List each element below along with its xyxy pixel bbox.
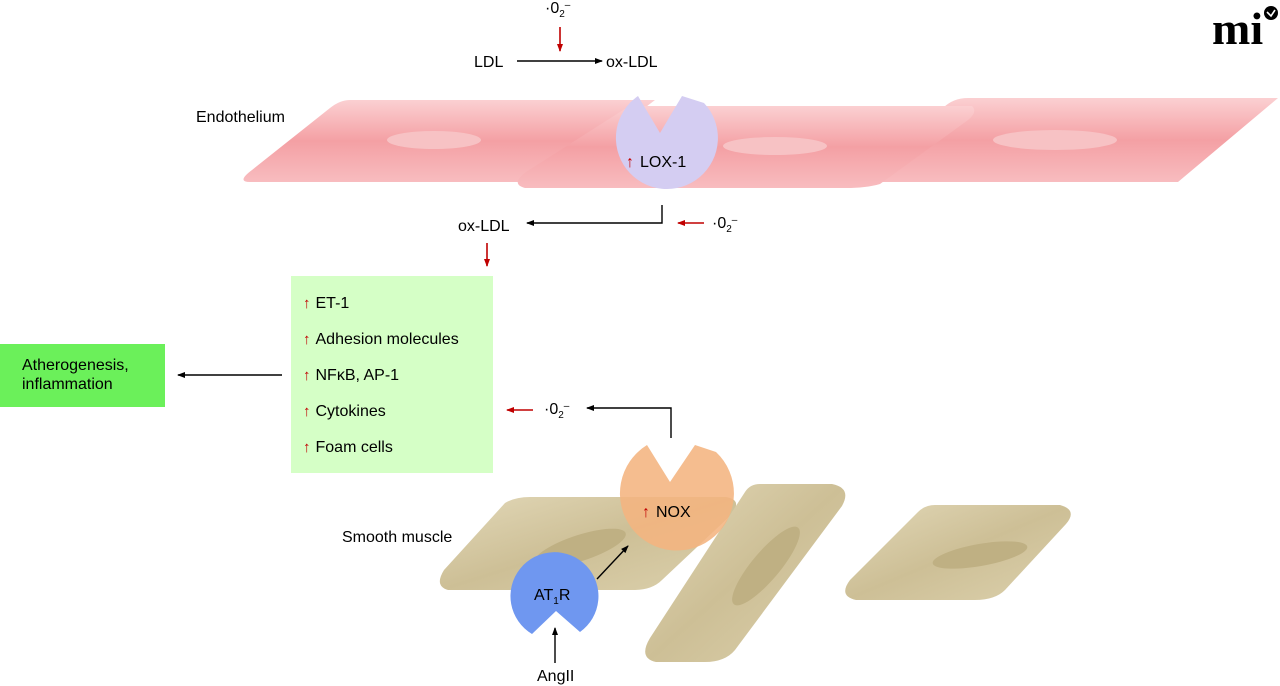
endothelium-label: Endothelium <box>196 109 285 126</box>
up-arrow-icon: ↑ <box>642 504 650 521</box>
endothelial-nucleus-1 <box>387 131 481 149</box>
effect-item: ↑Adhesion molecules <box>303 331 459 348</box>
superoxide-middle: ·02– <box>712 215 738 235</box>
logo-dot-icon <box>1264 6 1278 20</box>
effect-item: ↑ET-1 <box>303 295 350 312</box>
angii-label: AngII <box>537 668 574 685</box>
publisher-logo: mi <box>1212 4 1278 48</box>
oxldl-top-label: ox-LDL <box>606 54 658 71</box>
svg-text:AT1R: AT1R <box>534 587 570 607</box>
effects-box: ↑ET-1 ↑Adhesion molecules ↑NFκB, AP-1 ↑C… <box>291 276 493 473</box>
endothelial-nucleus-2 <box>723 137 827 155</box>
svg-text:NOX: NOX <box>656 504 691 521</box>
effect-item: ↑NFκB, AP-1 <box>303 367 400 384</box>
at1r-receptor-shape <box>510 552 599 634</box>
effect-item: ↑Foam cells <box>303 439 393 456</box>
outcome-line-1: Atherogenesis, <box>22 357 129 374</box>
smooth-muscle-label: Smooth muscle <box>342 529 452 546</box>
svg-text:·02–: ·02– <box>544 401 570 421</box>
svg-text:mi: mi <box>1212 4 1263 48</box>
svg-text:·02–: ·02– <box>545 0 571 20</box>
up-arrow-icon: ↑ <box>303 403 311 420</box>
smooth-muscle-nucleus-2 <box>732 526 800 606</box>
svg-text:LOX-1: LOX-1 <box>640 154 686 171</box>
up-arrow-icon: ↑ <box>303 367 311 384</box>
superoxide-nox: ·02– <box>544 401 570 421</box>
at1r-label: AT1R <box>534 587 570 607</box>
effect-item: ↑Cytokines <box>303 403 386 420</box>
outcome-line-2: inflammation <box>22 376 113 393</box>
up-arrow-icon: ↑ <box>303 331 311 348</box>
lox1-receptor-shape <box>615 96 718 190</box>
up-arrow-icon: ↑ <box>626 154 634 171</box>
nox-label: ↑ NOX <box>642 504 691 521</box>
superoxide-top: ·02– <box>545 0 571 20</box>
oxldl-middle-label: ox-LDL <box>458 218 510 235</box>
lox1-label: ↑ LOX-1 <box>626 154 686 171</box>
lox1-to-oxldl-arrow <box>526 205 663 226</box>
svg-text:·02–: ·02– <box>712 215 738 235</box>
smooth-muscle-nucleus-3 <box>932 541 1028 569</box>
endothelial-nucleus-3 <box>993 130 1117 150</box>
outcome-box: Atherogenesis, inflammation <box>0 344 165 407</box>
nox-to-superoxide-arrow <box>586 405 672 438</box>
ldl-label: LDL <box>474 54 503 71</box>
endothelial-cells <box>243 98 1278 188</box>
at1r-to-nox-arrow <box>596 545 629 580</box>
nox-enzyme-shape <box>619 445 734 551</box>
up-arrow-icon: ↑ <box>303 295 311 312</box>
up-arrow-icon: ↑ <box>303 439 311 456</box>
